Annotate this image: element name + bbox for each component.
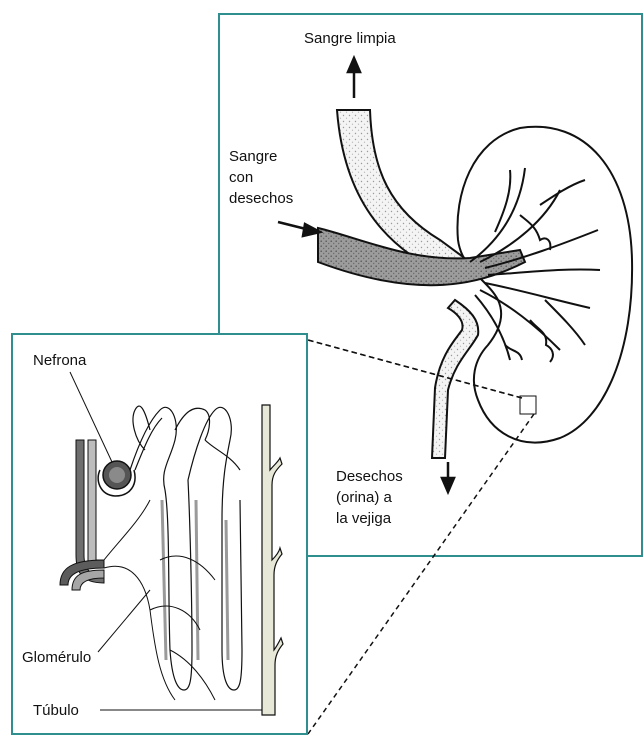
label-glomerulus: Glomérulo xyxy=(22,649,91,666)
label-clean-blood: Sangre limpia xyxy=(304,30,396,47)
label-blood-waste-line1: Sangre xyxy=(229,148,277,165)
label-waste-line3: la vejiga xyxy=(336,510,392,527)
label-blood-waste-line3: desechos xyxy=(229,190,293,207)
label-tubule: Túbulo xyxy=(33,702,79,719)
label-nephron: Nefrona xyxy=(33,352,87,369)
magnified-region-box xyxy=(520,396,536,414)
label-waste-line2: (orina) a xyxy=(336,489,393,506)
label-blood-waste-line2: con xyxy=(229,169,253,186)
label-waste-line1: Desechos xyxy=(336,468,403,485)
